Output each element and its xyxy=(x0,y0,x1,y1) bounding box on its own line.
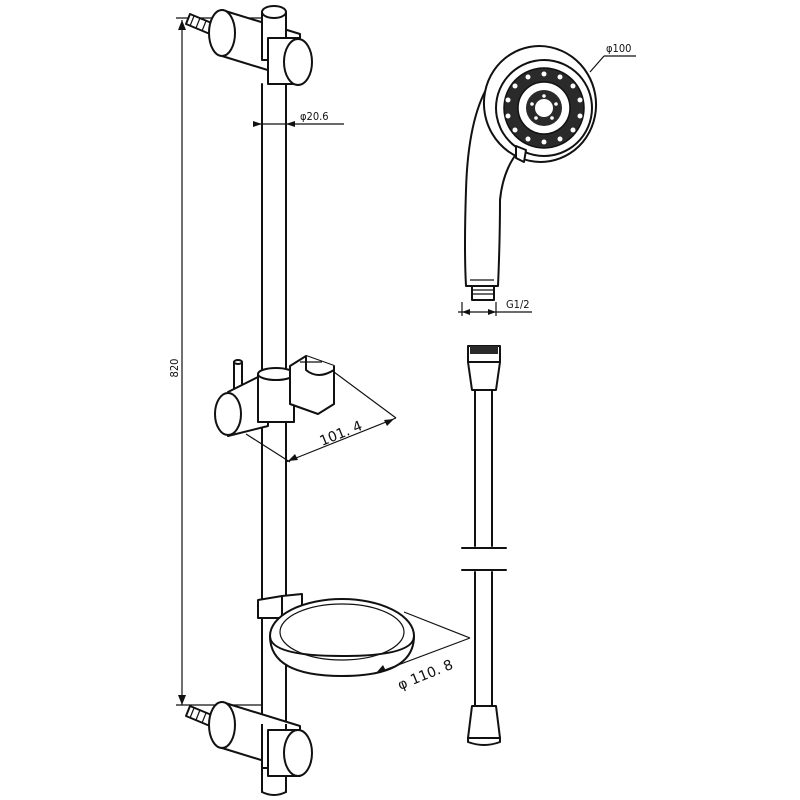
rail-diameter-dimension: φ20.6 xyxy=(253,110,344,127)
slide-rail xyxy=(261,83,287,796)
soap-dish xyxy=(257,593,415,677)
rail-diameter-label: φ20.6 xyxy=(300,110,329,123)
hand-shower xyxy=(464,45,598,301)
top-wall-bracket xyxy=(185,5,313,86)
length-label: 820 xyxy=(168,359,181,378)
shower-hose xyxy=(461,345,507,746)
thread-dimension: G1/2 xyxy=(458,298,532,316)
length-dimension: 820 xyxy=(168,17,262,706)
head-diameter-dimension: φ100 xyxy=(589,42,636,73)
slider-holder xyxy=(214,355,335,437)
bottom-wall-bracket xyxy=(185,701,313,777)
holder-projection-label: 101. 4 xyxy=(318,418,365,450)
thread-label: G1/2 xyxy=(506,298,530,311)
head-diameter-label: φ100 xyxy=(606,42,631,55)
